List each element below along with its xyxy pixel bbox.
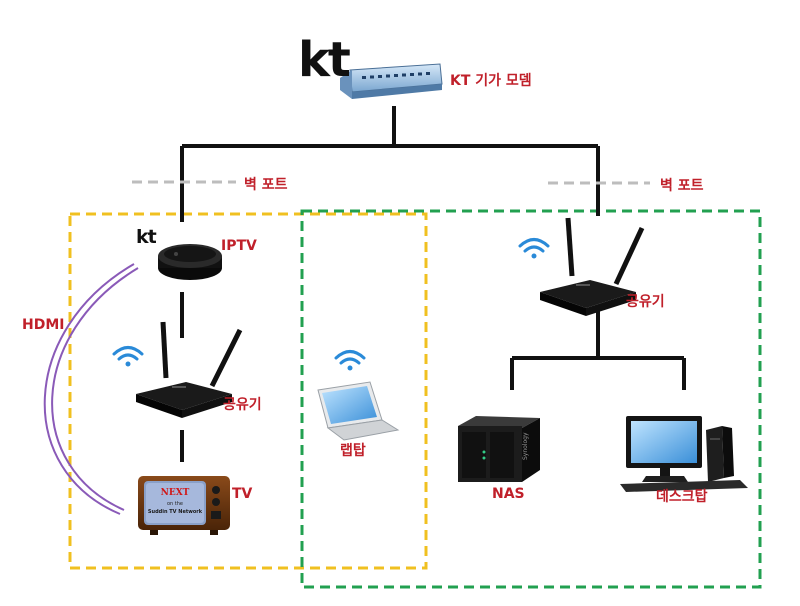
green-zone-box <box>300 209 762 589</box>
router-right-icon <box>540 217 645 316</box>
wifi-icon-left-router <box>112 346 144 367</box>
wifi-icon-laptop <box>334 350 366 371</box>
router-left-label: 공유기 <box>223 397 262 413</box>
modem-icon <box>340 63 443 99</box>
tv-label: TV <box>232 486 253 502</box>
kt-logo-small: kt <box>136 226 157 248</box>
nas-label: NAS <box>492 486 525 502</box>
tv-icon <box>138 476 230 535</box>
desktop-icon <box>620 416 748 492</box>
wiring <box>180 106 686 462</box>
tv-screen-line3: Suddin TV Network <box>148 509 203 515</box>
nas-icon <box>458 416 540 482</box>
hdmi-cable <box>43 263 139 515</box>
yellow-zone-box <box>68 212 428 570</box>
nas-brand-text: Synology <box>522 432 529 460</box>
wifi-icon-right-router <box>518 238 550 259</box>
desktop-label: 데스크탑 <box>656 489 708 505</box>
router-left-icon <box>136 321 243 418</box>
tv-screen-line2: on the <box>167 501 183 507</box>
kt-logo-main: kt <box>298 32 351 88</box>
laptop-label: 랩탑 <box>340 443 366 459</box>
wall-port-label-right: 벽 포트 <box>660 178 704 194</box>
wall-port-label-left: 벽 포트 <box>244 177 288 193</box>
iptv-label: IPTV <box>221 238 257 254</box>
laptop-icon <box>317 381 400 441</box>
iptv-settop-icon <box>158 244 222 280</box>
router-right-label: 공유기 <box>626 294 665 310</box>
tv-screen-line1: NEXT <box>161 488 190 498</box>
modem-label: KT 기가 모뎀 <box>450 73 532 89</box>
hdmi-label: HDMI <box>22 317 65 333</box>
